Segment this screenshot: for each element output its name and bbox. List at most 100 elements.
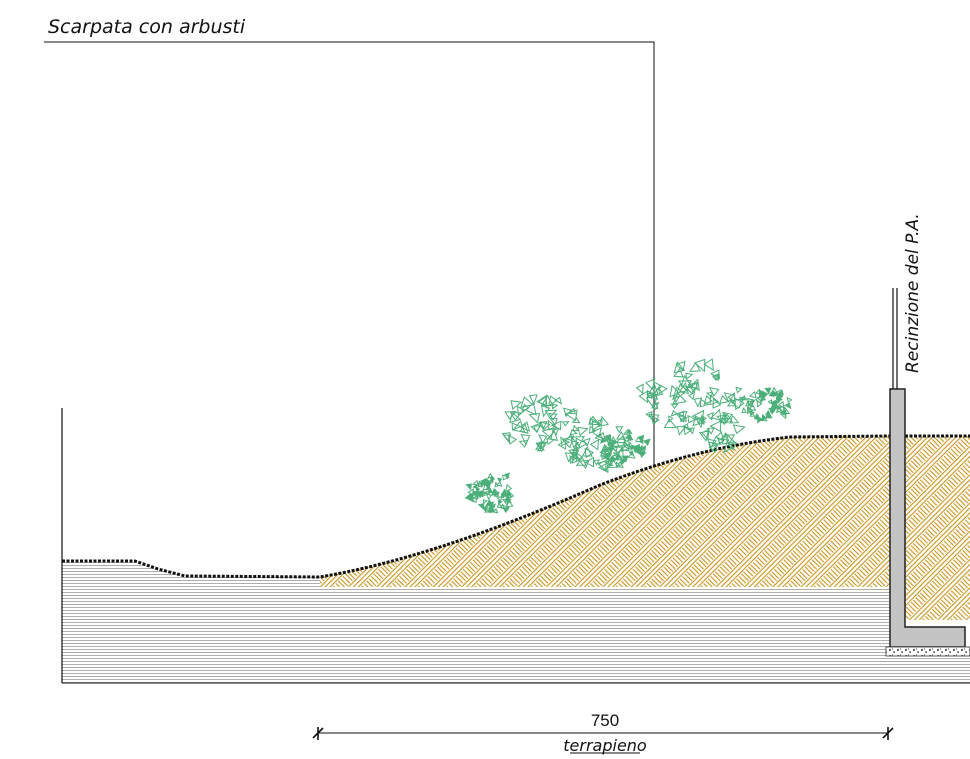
shrub-leaf: [777, 405, 785, 414]
ground-strata: [62, 562, 970, 683]
shrub-leaf: [503, 495, 512, 503]
shrub-leaf: [471, 479, 480, 486]
shrub-leaf: [599, 448, 607, 457]
shrub-leaf: [568, 448, 579, 457]
shrub-leaf: [696, 417, 705, 425]
shrub-leaf: [748, 390, 757, 399]
shrub-leaf: [490, 503, 497, 509]
shrub-leaf: [486, 492, 493, 501]
shrub-leaf: [521, 403, 530, 412]
shrub-leaf: [564, 452, 575, 463]
shrub-leaf: [706, 411, 714, 421]
shrub-leaf: [554, 396, 563, 405]
shrub-leaf: [615, 430, 626, 441]
shrub-leaf: [602, 444, 611, 452]
shrub-leaf: [698, 430, 709, 442]
shrub-leaf: [772, 389, 780, 398]
embankment-right-fill: [905, 436, 970, 620]
shrub-leaf: [584, 456, 594, 468]
wall-gravel-base: [885, 646, 970, 657]
shrub-cluster: [464, 358, 793, 514]
shrub-leaf: [648, 413, 660, 425]
shrub-leaf: [643, 438, 651, 446]
shrub-leaf: [520, 434, 531, 446]
shrub-leaf: [604, 452, 613, 461]
shrub-leaf: [501, 493, 507, 499]
shrub-leaf: [761, 413, 767, 421]
shrub-leaf: [488, 478, 494, 484]
shrub-leaf: [604, 433, 612, 443]
shrub-leaf: [775, 397, 783, 404]
shrub-leaf: [623, 439, 632, 447]
shrub-leaf: [663, 418, 678, 429]
shrub-leaf: [572, 424, 580, 432]
shrub-leaf: [749, 399, 756, 406]
shrub-leaf: [673, 368, 684, 378]
shrub-leaf: [635, 445, 643, 452]
shrub-leaf: [685, 372, 694, 380]
shrub-leaf: [478, 490, 486, 499]
shrub-leaf: [701, 428, 710, 441]
shrub-leaf: [504, 483, 513, 493]
shrub-leaf: [675, 360, 686, 372]
shrub-leaf: [569, 428, 578, 436]
drawing-title: Scarpata con arbusti: [48, 16, 246, 38]
shrub-leaf: [619, 458, 627, 465]
shrub-leaf: [616, 460, 624, 469]
shrub-leaf: [598, 415, 610, 428]
shrub-leaf: [723, 440, 735, 453]
shrub-leaf: [709, 394, 720, 406]
ground-profile-line: [62, 434, 891, 579]
shrub-leaf: [677, 410, 685, 417]
shrub-leaf: [611, 446, 618, 452]
shrub-leaf: [610, 453, 620, 461]
shrub-leaf: [740, 395, 748, 401]
shrub-leaf: [525, 401, 537, 416]
shrub-leaf: [551, 403, 559, 410]
shrub-leaf: [756, 399, 763, 408]
shrub-leaf: [508, 434, 518, 445]
shrub-leaf: [770, 402, 779, 410]
shrub-leaf: [482, 483, 490, 491]
shrub-leaf: [484, 499, 494, 507]
shrub-leaf: [712, 374, 720, 382]
shrub-leaf: [708, 443, 719, 453]
shrub-leaf: [729, 398, 744, 410]
shrub-leaf: [729, 414, 740, 424]
title-leader-line: [44, 41, 655, 548]
shrub-leaf: [637, 434, 644, 442]
shrub-leaf: [727, 441, 737, 451]
shrub-leaf: [721, 432, 736, 445]
shrub-leaf: [723, 392, 735, 403]
shrub-leaf: [646, 389, 655, 398]
shrub-leaf: [708, 441, 719, 452]
shrub-leaf: [560, 436, 571, 447]
shrub-leaf: [706, 427, 715, 435]
shrub-leaf: [598, 462, 609, 474]
shrub-leaf: [538, 420, 548, 431]
shrub-leaf: [727, 392, 736, 404]
shrub-leaf: [484, 477, 493, 486]
shrub-leaf: [615, 426, 624, 434]
shrub-leaf: [786, 396, 793, 403]
shrub-leaf: [741, 407, 747, 414]
shrub-leaf: [547, 430, 559, 442]
shrub-leaf: [573, 441, 581, 450]
shrub-leaf: [726, 399, 737, 407]
shrub-leaf: [591, 419, 601, 432]
shrub-leaf: [670, 403, 679, 410]
shrub-leaf: [623, 428, 632, 437]
shrub-leaf: [536, 442, 547, 450]
shrub-leaf: [784, 402, 792, 410]
shrub-leaf: [482, 499, 488, 505]
shrub-leaf: [492, 488, 499, 495]
shrub-leaf: [571, 450, 580, 460]
shrub-leaf: [647, 383, 659, 396]
shrub-leaf: [528, 394, 538, 406]
shrub-leaf: [488, 508, 495, 514]
shrub-leaf: [635, 383, 644, 395]
shrub-leaf: [670, 409, 678, 417]
shrub-leaf: [688, 391, 696, 401]
shrub-leaf: [628, 450, 634, 457]
dimension-label: terrapieno: [563, 736, 647, 755]
